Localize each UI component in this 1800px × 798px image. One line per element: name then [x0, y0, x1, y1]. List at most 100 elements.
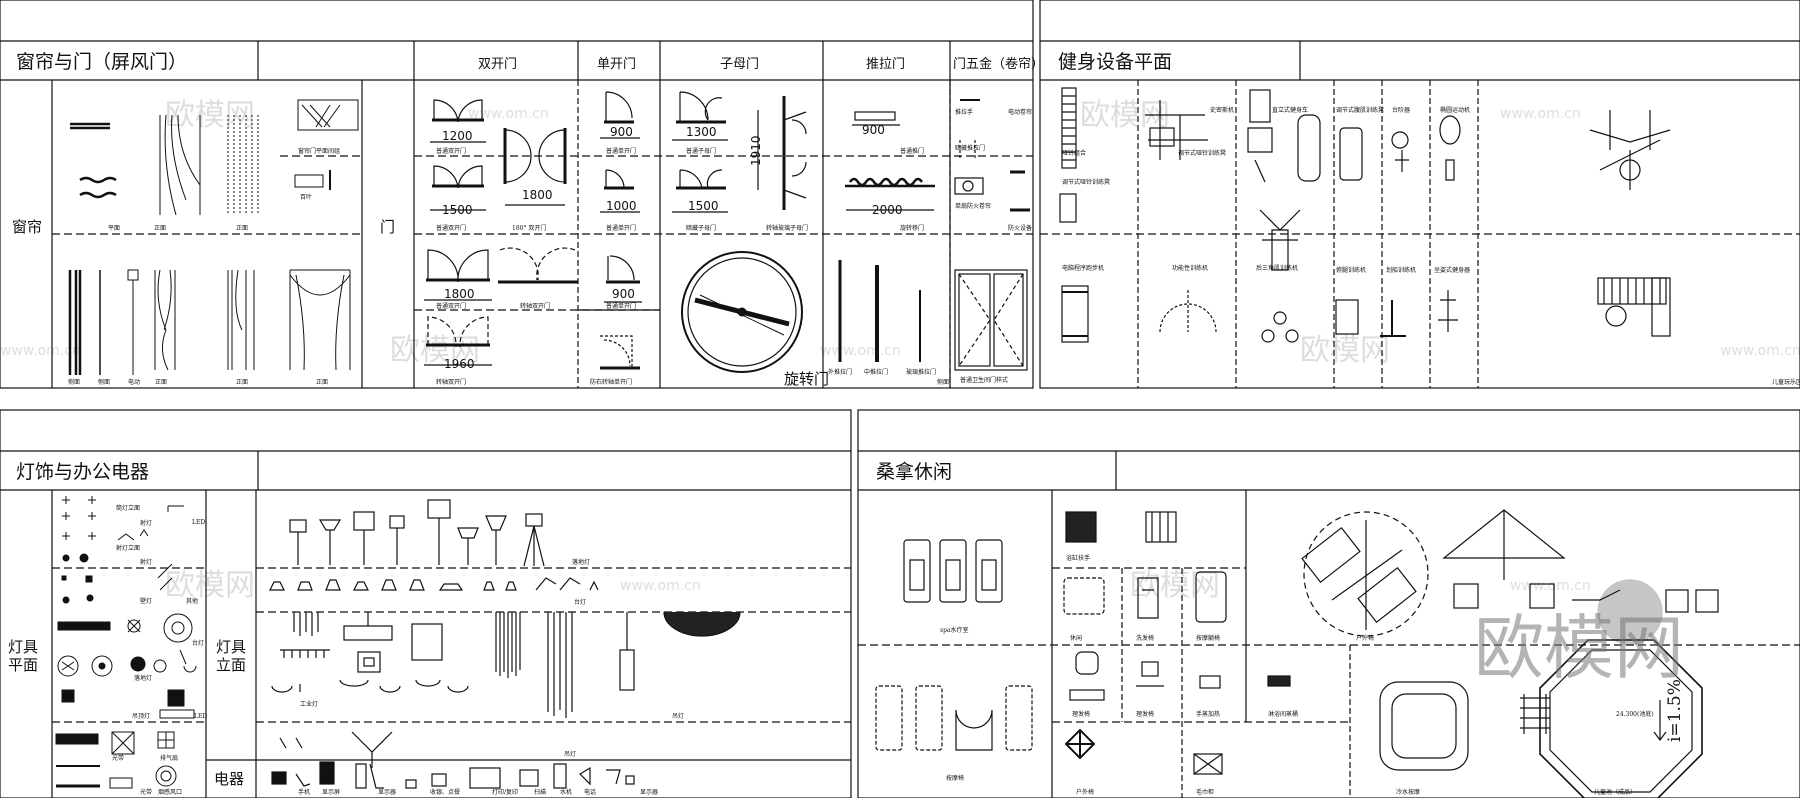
caption: 侧面: [98, 378, 110, 386]
caption: 暗藏推拉门: [955, 144, 985, 152]
caption: 普通单开门: [606, 302, 636, 310]
caption: 排气扇: [160, 754, 178, 762]
lighting-elevations: [269, 499, 741, 768]
electrical-symbols: [271, 761, 635, 789]
watermarks: 欧模网 www.om.cn 欧模网 www.om.cn 欧模网 www.om.c…: [0, 98, 1800, 603]
caption: 台灯: [192, 639, 204, 647]
watermark-url: www.om.cn: [1500, 106, 1581, 122]
lighting-elev-side-label: 灯具: [216, 638, 246, 656]
caption: 射灯: [140, 519, 152, 527]
caption: 理发椅: [1072, 710, 1090, 718]
revolving-door-symbol: [681, 251, 803, 373]
door-header-mother-son: 子母门: [720, 57, 759, 72]
watermark-url: www.om.cn: [1510, 578, 1591, 594]
caption: 理发椅: [1136, 710, 1154, 718]
dim-label: 1300: [686, 125, 717, 139]
caption: 旋转移门: [900, 224, 924, 232]
caption: 调节式腹肌训练凳: [1336, 106, 1384, 114]
watermark-text: 欧模网: [390, 333, 480, 368]
caption: 调节式哑铃训练凳: [1062, 178, 1110, 186]
caption: 玻璃推拉门: [906, 368, 936, 376]
door-header-sliding: 推拉门: [866, 57, 905, 72]
caption: 其他: [186, 597, 198, 605]
watermark-url: www.om.cn: [0, 343, 81, 359]
caption: 转轴双开门: [520, 302, 550, 310]
caption: 手蒸加热: [1196, 710, 1220, 718]
lighting-plan-side-label: 灯具: [8, 638, 38, 656]
curtain-side-label: 窗帘: [12, 218, 42, 236]
caption: 水机: [560, 788, 572, 796]
door-dimensions: 1200 1800 1500 900 1000 1300 1500 1910 9…: [442, 123, 903, 371]
caption: 按摩躺椅: [1196, 634, 1220, 642]
caption: 180° 双开门: [512, 224, 546, 232]
watermark-url: www.om.cn: [820, 343, 901, 359]
dim-label: 1500: [688, 199, 719, 213]
caption: 电脑程序跑步机: [1062, 264, 1104, 272]
caption: 打印/复印: [492, 788, 518, 796]
caption: 窗帘门平面间组: [298, 147, 340, 155]
caption: 电话: [584, 788, 596, 796]
watermark-text: 欧模网: [165, 568, 255, 603]
watermark-logo: 欧模网: [1474, 607, 1684, 689]
caption: 台灯: [574, 598, 586, 606]
caption: 普通卫生间门样式: [960, 376, 1008, 384]
caption: 哑铃组合: [1062, 149, 1086, 157]
caption: 暗藏子母门: [686, 224, 716, 232]
caption: 椭圆运动机: [1440, 106, 1470, 114]
caption: 俯腿训练机: [1336, 266, 1366, 274]
caption: 射灯: [140, 558, 152, 566]
caption: 中推拉门: [864, 368, 888, 376]
lighting-plan-side-label-2: 平面: [8, 656, 38, 674]
caption: 正面: [154, 225, 166, 232]
caption: 防石转轴单开门: [590, 378, 632, 386]
caption: 落地灯: [572, 558, 590, 566]
caption: spa水疗室: [940, 626, 969, 634]
sauna-title: 桑拿休闲: [876, 460, 952, 483]
caption: 壁灯: [140, 597, 152, 605]
watermark-text: 欧模网: [1130, 568, 1220, 603]
caption: 后三角肌训练机: [1256, 264, 1298, 272]
caption: 光带: [112, 754, 124, 762]
caption: 侧面: [68, 378, 80, 386]
sauna-captions: spa水疗室 浴缸扶手 休闲 洗发椅 按摩躺椅 户外椅 理发椅 理发椅 手蒸加热…: [940, 554, 1654, 796]
lighting-elev-side-label-2: 立面: [216, 656, 246, 674]
caption: 射灯立面: [116, 544, 140, 552]
caption: 吊顶灯: [132, 712, 150, 720]
caption: 显示器: [378, 789, 396, 796]
caption: 光带: [140, 788, 152, 796]
door-captions: 普通双开门 180° 双开门 普通双开门 普通单开门 普通单开门 普通子母门 暗…: [436, 108, 1032, 386]
caption: 显示器: [640, 789, 658, 796]
dim-label: 2000: [872, 203, 903, 217]
caption: 调节式哑铃训练凳: [1178, 149, 1226, 157]
lighting-captions: 筒灯立面 LED 射灯 射灯立面 射灯 壁灯 其他 台灯 落地灯 吊顶灯 落地灯…: [112, 504, 684, 796]
caption: 转轴双开门: [436, 378, 466, 386]
dim-label: 1960: [444, 357, 475, 371]
caption: 单扇防火卷帘: [955, 202, 991, 210]
caption: 落地灯: [134, 674, 152, 682]
caption: 淋浴间蒸桶: [1268, 710, 1298, 718]
caption: 扫描: [534, 788, 546, 796]
curtain-symbols: [68, 99, 359, 375]
dim-label: 900: [610, 125, 633, 139]
panel-sauna: [857, 409, 1800, 798]
caption: 普通双开门: [436, 302, 466, 310]
caption: 普通双开门: [436, 147, 466, 155]
door-header-hardware: 门五金（卷帘）: [953, 56, 1044, 72]
electrical-side-label: 电器: [214, 770, 244, 788]
caption: 电动: [128, 378, 140, 386]
dim-label: 900: [862, 123, 885, 137]
caption: 台阶器: [1392, 106, 1410, 114]
caption: 收银、点餐: [430, 788, 460, 796]
caption: 普通推门: [900, 147, 924, 155]
revolving-door-label: 旋转门: [784, 370, 829, 388]
caption: 吊灯: [672, 712, 684, 720]
caption: 儿童玩乐区: [1772, 378, 1800, 386]
caption: 功能性训练机: [1172, 264, 1208, 272]
fitness-symbols: [1059, 87, 1671, 343]
curtains-doors-title: 窗帘与门（屏风门）: [16, 51, 187, 73]
caption: 百叶: [300, 193, 312, 201]
watermark-url: www.om.cn: [1720, 343, 1800, 359]
watermark-url: www.om.cn: [620, 578, 701, 594]
caption: LED: [194, 713, 207, 720]
